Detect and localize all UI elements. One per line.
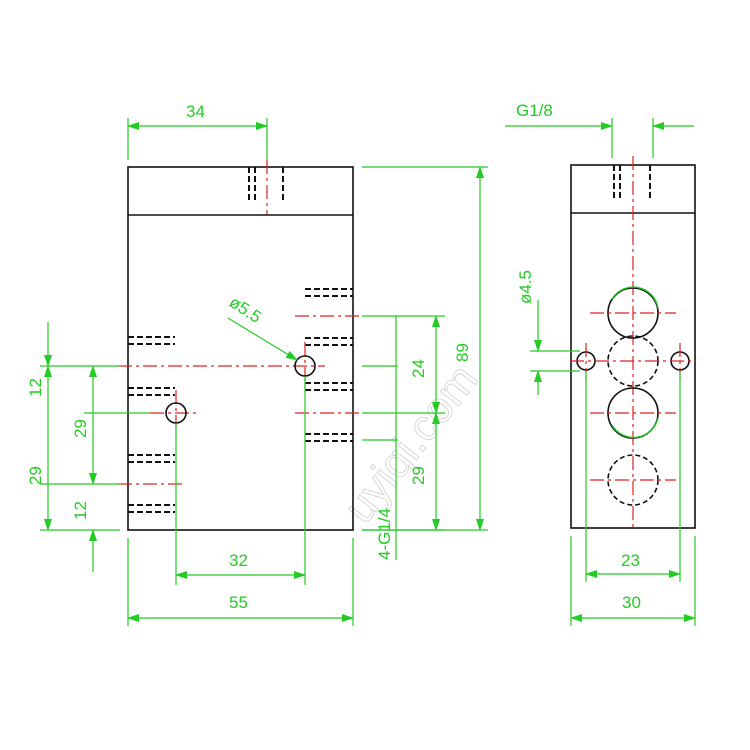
dim-30-label: 30: [622, 593, 641, 612]
dim-g18-label: G1/8: [516, 101, 553, 120]
side-dimensions: G1/8 ø4.5 23 30: [505, 101, 696, 626]
dim-34-label: 34: [186, 102, 205, 121]
front-dimensions: 34 ø5.5 89 24 29 4-G1/4 12 29: [26, 102, 488, 626]
dim-12-bottom-label: 12: [71, 501, 90, 520]
dim-32-label: 32: [229, 551, 248, 570]
front-view: [118, 160, 362, 531]
dim-hole-label: ø5.5: [226, 292, 265, 326]
right-port-hidden-lines: [305, 288, 353, 442]
dim-24-label: 24: [409, 359, 428, 378]
dim-29-mid-label: 29: [71, 419, 90, 438]
dim-23-label: 23: [621, 551, 640, 570]
dim-hole-side-label: ø4.5: [516, 270, 535, 304]
watermark-text: uyiqi.com: [334, 355, 487, 532]
dim-29-left-label: 29: [26, 466, 45, 485]
dim-89-label: 89: [453, 343, 472, 362]
dim-55-label: 55: [229, 593, 248, 612]
left-port-hidden-lines: [128, 336, 175, 513]
dim-ports-label: 4-G1/4: [375, 508, 394, 560]
front-body-outline: [127, 166, 354, 531]
dim-29-right-label: 29: [409, 466, 428, 485]
dim-12-top-label: 12: [26, 378, 45, 397]
side-view: [570, 156, 696, 530]
